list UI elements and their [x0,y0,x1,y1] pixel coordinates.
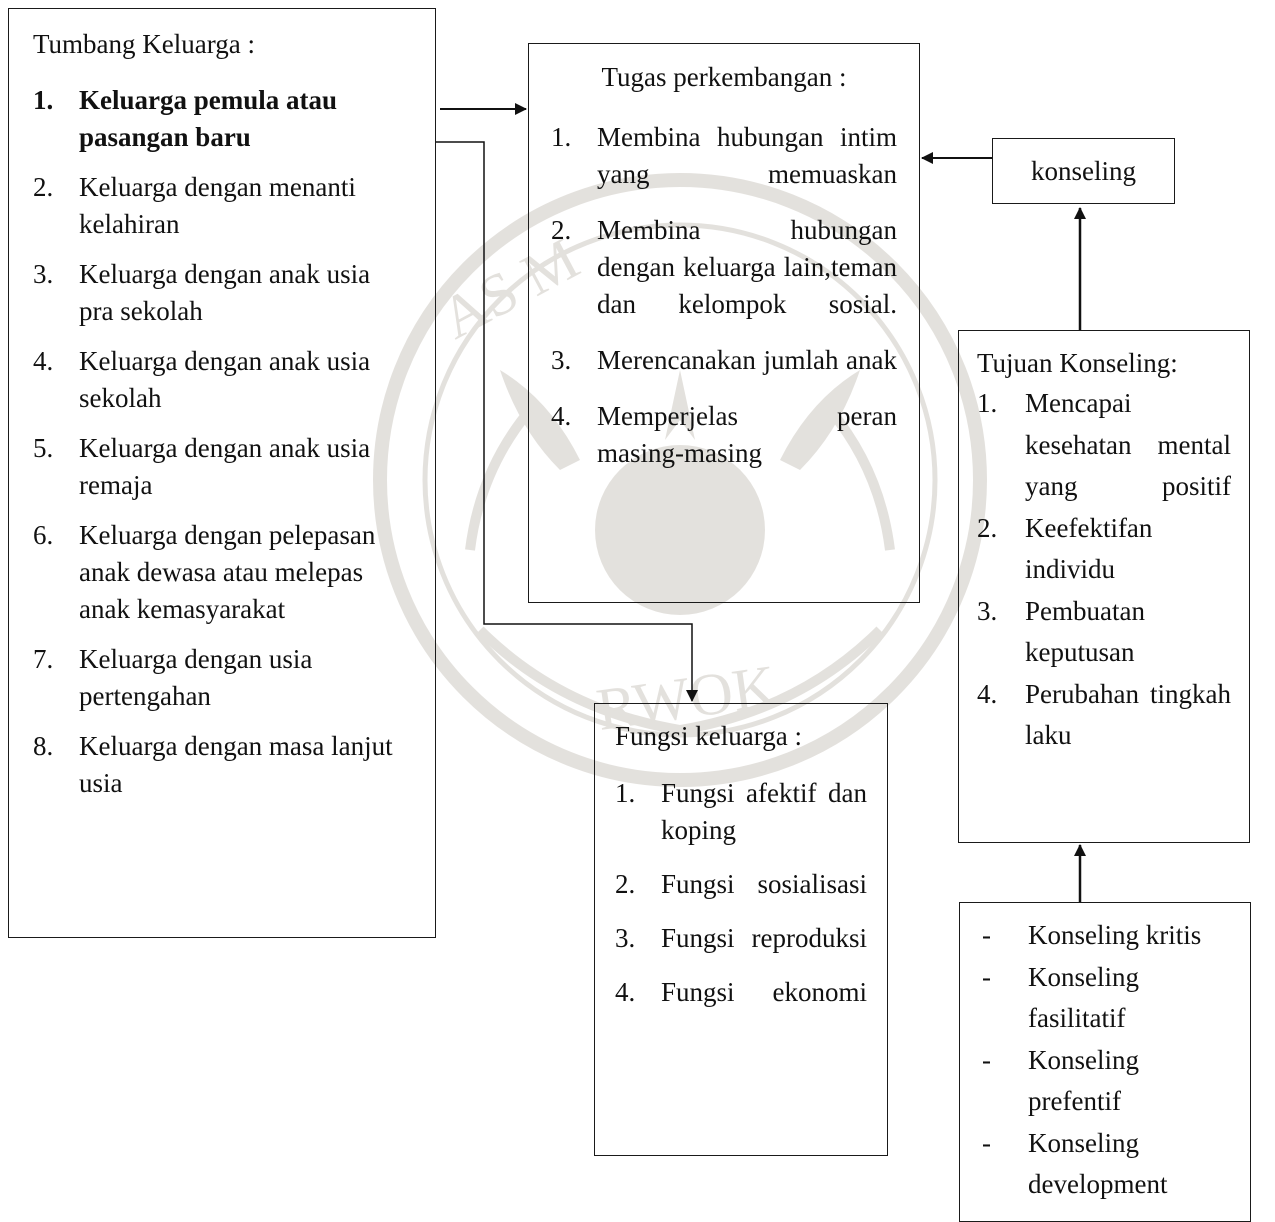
list-item: 2.Fungsi sosialisasi [615,869,867,899]
tugas-list: 1.Membina hubungan intim yang memuaskan … [551,119,897,472]
fungsi-list: 1.Fungsi afektif dan koping 2.Fungsi sos… [615,775,867,1011]
list-item: 1.Membina hubungan intim yang memuaskan [551,122,897,189]
list-item: -Konseling prefentif [982,1044,1139,1117]
tugas-title: Tugas perkembangan : [601,62,847,92]
list-item: 3.Pembuatan keputusan [977,595,1145,668]
list-item: 7.Keluarga dengan usia pertengahan [33,644,313,711]
tumbang-title: Tumbang Keluarga : [33,29,255,59]
list-item: 8.Keluarga dengan masa lanjut usia [33,731,393,798]
list-item: 2.Keefektifan individu [977,512,1153,585]
list-item: 3.Merencanakan jumlah anak [551,345,897,375]
jenis-list: -Konseling kritis -Konseling fasilitatif… [978,915,1232,1206]
list-item: 4.Fungsi ekonomi [615,977,867,1007]
fungsi-title: Fungsi keluarga : [615,721,802,751]
list-item: 3.Keluarga dengan anak usia pra sekolah [33,259,371,326]
list-item: 1.Fungsi afektif dan koping [615,778,867,845]
list-item: -Konseling development [982,1127,1168,1200]
list-item: 2.Membina hubungan dengan keluarga lain,… [551,215,897,319]
konseling-label: konseling [1031,155,1136,186]
tumbang-keluarga-box: Tumbang Keluarga : 1.Keluarga pemula ata… [8,8,436,938]
list-item: 2.Keluarga dengan menanti kelahiran [33,172,356,239]
list-item: 6.Keluarga dengan pelepasan anak dewasa … [33,520,376,624]
tujuan-title: Tujuan Konseling: [977,348,1178,378]
jenis-konseling-box: -Konseling kritis -Konseling fasilitatif… [959,902,1251,1222]
list-item: 3.Fungsi reproduksi [615,923,867,953]
list-item: 4.Keluarga dengan anak usia sekolah [33,346,371,413]
konseling-box: konseling [992,138,1175,204]
tumbang-list: 1.Keluarga pemula atau pasangan baru 2.K… [33,82,411,802]
tugas-perkembangan-box: Tugas perkembangan : 1.Membina hubungan … [528,43,920,603]
list-item: 1.Mencapai kesehatan mental yang positif [977,388,1231,501]
list-item: -Konseling kritis [982,920,1202,950]
fungsi-keluarga-box: Fungsi keluarga : 1.Fungsi afektif dan k… [594,703,888,1156]
list-item: 5.Keluarga dengan anak usia remaja [33,433,371,500]
list-item: 1.Keluarga pemula atau pasangan baru [33,85,338,152]
list-item: 4.Memperjelas peran masing-masing [551,401,897,468]
tujuan-list: 1.Mencapai kesehatan mental yang positif… [977,383,1231,757]
list-item: 4.Perubahan tingkah laku [977,678,1231,751]
tujuan-konseling-box: Tujuan Konseling: 1.Mencapai kesehatan m… [958,330,1250,843]
list-item: -Konseling fasilitatif [982,961,1139,1034]
